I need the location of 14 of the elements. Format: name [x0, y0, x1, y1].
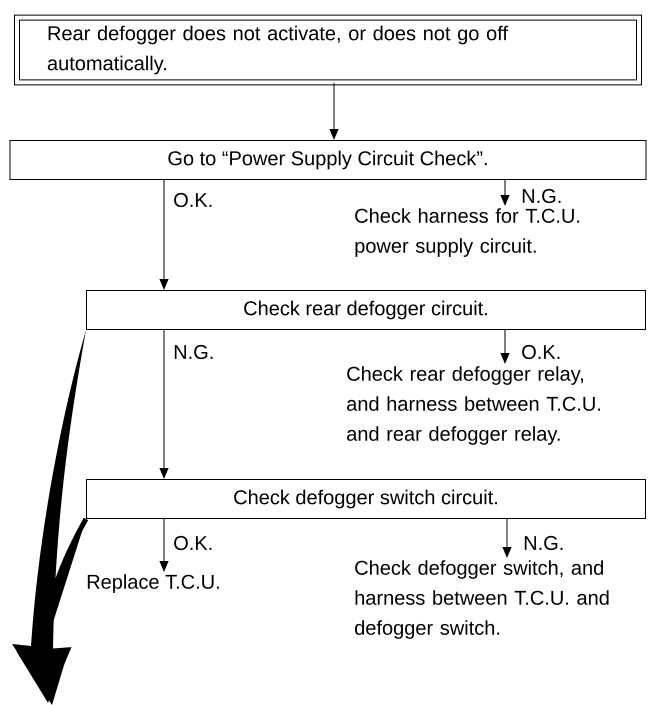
edge-label: O.K. [174, 192, 212, 208]
process-box: Check rear defogger circuit. [86, 290, 646, 330]
action-text: Replace T.C.U. [88, 574, 219, 593]
action-text: Check harness for T.C.U. power supply circuit. [355, 208, 580, 257]
process-box: Go to “Power Supply Circuit Check”. [10, 140, 646, 180]
process-box: Check defogger switch circuit. [86, 479, 646, 519]
edge-label: O.K. [522, 344, 560, 360]
edge-label: N.G. [522, 188, 560, 204]
action-text: Check defogger switch, and harness between T.C.U. and defogger switch. [355, 560, 609, 639]
problem-box: Rear defogger does not activate, or does not go off automatically. [14, 14, 642, 86]
edge-label: O.K. [174, 536, 212, 550]
edge-label: N.G. [174, 344, 212, 360]
action-text: Check rear defogger relay, and harness between T.C.U. and rear defogger relay. [347, 366, 600, 445]
edge-label: N.G. [524, 536, 562, 550]
